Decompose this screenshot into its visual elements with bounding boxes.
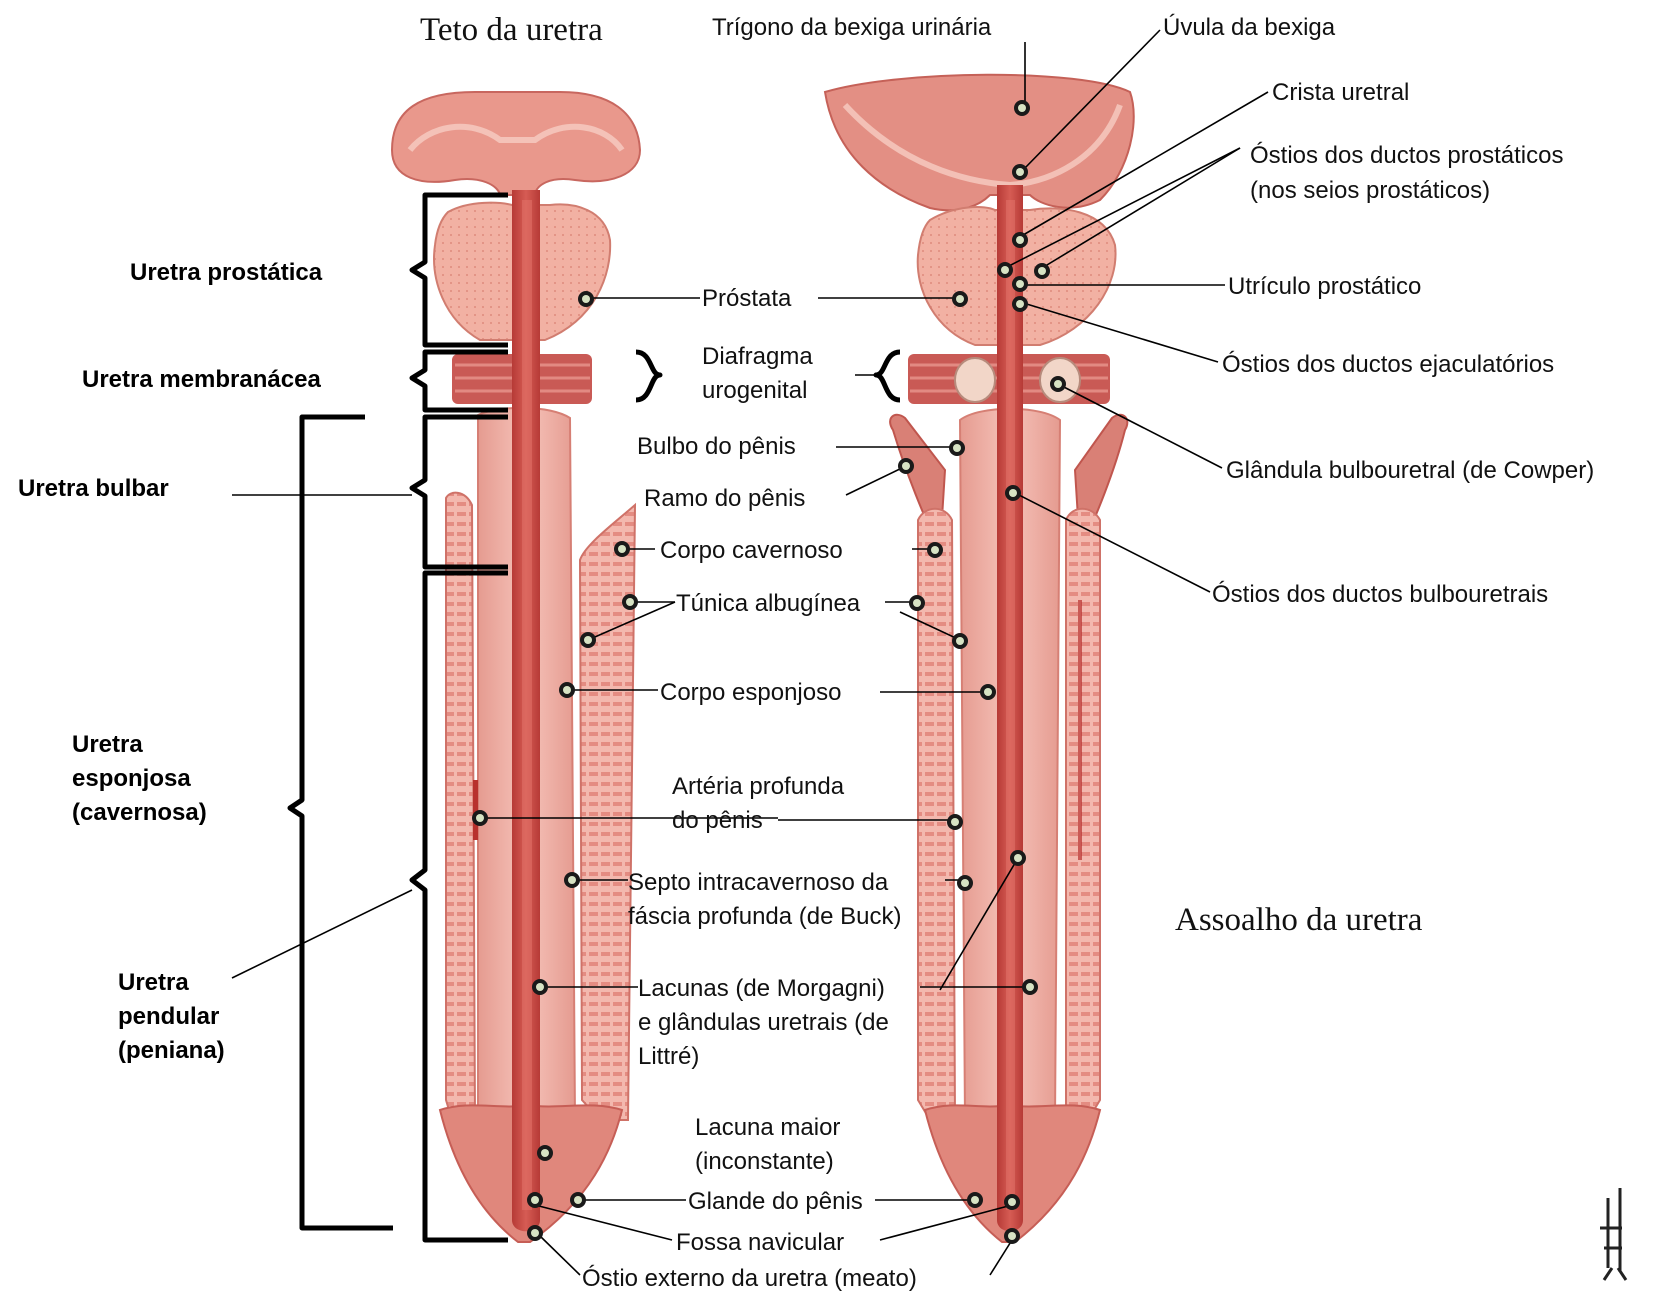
label-marker-center xyxy=(584,636,592,644)
label-marker-center xyxy=(531,1196,539,1204)
region-prostatic: Uretra prostática xyxy=(130,259,323,286)
label-marker-center xyxy=(574,1196,582,1204)
label-major-lacuna-1: Lacuna maior xyxy=(695,1114,840,1141)
label-marker-center xyxy=(956,637,964,645)
label-marker-center xyxy=(531,1229,539,1237)
corner-logo xyxy=(1600,1188,1626,1280)
label-marker-center xyxy=(541,1149,549,1157)
region-spongy-3: (cavernosa) xyxy=(72,799,207,826)
label-marker-center xyxy=(1009,489,1017,497)
label-uvula: Úvula da bexiga xyxy=(1163,14,1336,41)
label-septum-2: fáscia profunda (de Buck) xyxy=(628,903,901,930)
label-prostate: Próstata xyxy=(702,285,792,312)
label-trigone: Trígono da bexiga urinária xyxy=(712,14,992,41)
label-navicular-fossa: Fossa navicular xyxy=(676,1229,844,1256)
label-marker-center xyxy=(1016,280,1024,288)
label-marker-center xyxy=(951,818,959,826)
label-utricle: Utrículo prostático xyxy=(1228,273,1421,300)
leader-lines xyxy=(232,30,1268,1275)
region-spongy-1: Uretra xyxy=(72,731,143,758)
label-deep-artery-2: do pênis xyxy=(672,807,763,834)
label-marker-center xyxy=(626,598,634,606)
region-pendular-2: pendular xyxy=(118,1003,219,1030)
label-prostatic-ducts-2: (nos seios prostáticos) xyxy=(1250,177,1490,204)
label-marker-center xyxy=(1054,380,1062,388)
label-marker-center xyxy=(902,462,910,470)
label-marker-center xyxy=(568,876,576,884)
label-corpus-spongiosum: Corpo esponjoso xyxy=(660,679,841,706)
label-tunica: Túnica albugínea xyxy=(676,590,861,617)
region-pendular-1: Uretra xyxy=(118,969,189,996)
label-ejaculatory-ducts: Óstios dos ductos ejaculatórios xyxy=(1222,351,1554,378)
label-marker-center xyxy=(563,686,571,694)
label-crest: Crista uretral xyxy=(1272,79,1409,106)
label-deep-artery-1: Artéria profunda xyxy=(672,773,845,800)
label-lacunae-1: Lacunas (de Morgagni) xyxy=(638,975,885,1002)
label-lacunae-2: e glândulas uretrais (de xyxy=(638,1009,889,1036)
region-membranous: Uretra membranácea xyxy=(82,366,321,393)
label-prostatic-ducts-1: Óstios dos ductos prostáticos xyxy=(1250,142,1563,169)
label-bulbourethral-ducts: Óstios dos ductos bulbouretrais xyxy=(1212,581,1548,608)
label-marker-center xyxy=(984,688,992,696)
label-marker-center xyxy=(618,545,626,553)
region-bulbar: Uretra bulbar xyxy=(18,475,169,502)
region-pendular-3: (peniana) xyxy=(118,1037,225,1064)
label-marker-center xyxy=(1016,300,1024,308)
label-marker-center xyxy=(953,444,961,452)
label-marker-center xyxy=(961,879,969,887)
label-marker-center xyxy=(971,1196,979,1204)
label-marker-center xyxy=(1008,1198,1016,1206)
heading-roof: Teto da uretra xyxy=(420,12,603,48)
label-marker-center xyxy=(536,983,544,991)
label-corpus-cavernosum: Corpo cavernoso xyxy=(660,537,843,564)
heading-floor: Assoalho da uretra xyxy=(1175,902,1423,938)
label-marker-center xyxy=(1001,266,1009,274)
label-diaphragm-1: Diafragma xyxy=(702,343,813,370)
label-marker-center xyxy=(956,295,964,303)
label-marker-center xyxy=(1018,104,1026,112)
label-lacunae-3: Littré) xyxy=(638,1043,699,1070)
label-marker-center xyxy=(1026,983,1034,991)
label-marker-center xyxy=(1038,267,1046,275)
floor-specimen xyxy=(825,75,1134,1242)
label-diaphragm-2: urogenital xyxy=(702,377,807,404)
label-marker-center xyxy=(476,814,484,822)
label-marker-center xyxy=(1014,854,1022,862)
label-marker-center xyxy=(1016,168,1024,176)
label-marker-center xyxy=(1008,1232,1016,1240)
label-marker-center xyxy=(1016,236,1024,244)
roof-specimen xyxy=(392,92,640,1242)
label-marker-center xyxy=(931,546,939,554)
label-external-orifice: Óstio externo da uretra (meato) xyxy=(582,1265,917,1292)
label-cowper: Glândula bulbouretral (de Cowper) xyxy=(1226,457,1594,484)
label-marker-center xyxy=(913,599,921,607)
label-glans: Glande do pênis xyxy=(688,1188,863,1215)
region-spongy-2: esponjosa xyxy=(72,765,191,792)
label-septum-1: Septo intracavernoso da xyxy=(628,869,889,896)
label-major-lacuna-2: (inconstante) xyxy=(695,1148,834,1175)
label-marker-center xyxy=(582,295,590,303)
label-crus: Ramo do pênis xyxy=(644,485,805,512)
label-penile-bulb: Bulbo do pênis xyxy=(637,433,796,460)
